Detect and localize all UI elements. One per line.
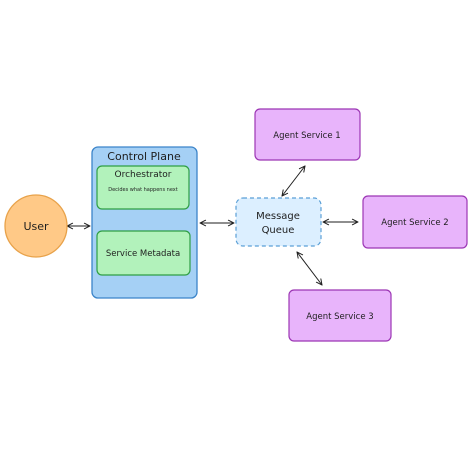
agent-service-2-label: Agent Service 2 [381, 218, 448, 228]
orchestrator-box [96, 165, 190, 210]
control-plane-title: Control Plane [107, 150, 181, 163]
orchestrator-title: Orchestrator [115, 170, 172, 180]
service-metadata-box [96, 230, 191, 276]
agent-service-2-node: Agent Service 2 [362, 195, 468, 249]
orchestrator-subtitle: Decides what happens next [108, 187, 178, 193]
service-metadata-label: Service Metadata [106, 249, 180, 259]
control-plane-node: Control Plane Orchestrator Decides what … [91, 146, 198, 299]
user-label: User [23, 220, 49, 233]
connector-queue-agent-1 [282, 166, 305, 196]
agent-service-1-label: Agent Service 1 [273, 131, 340, 141]
agent-service-2-box [362, 195, 468, 249]
agent-service-1-box [254, 108, 361, 161]
message-queue-node: Message Queue [235, 197, 322, 247]
message-queue-line-2: Queue [262, 225, 295, 236]
user-node: User [4, 194, 68, 258]
agent-service-3-box [288, 289, 392, 342]
agent-service-3-node: Agent Service 3 [288, 289, 392, 342]
agent-service-3-label: Agent Service 3 [306, 312, 373, 322]
message-queue-line-1: Message [256, 211, 300, 222]
agent-service-1-node: Agent Service 1 [254, 108, 361, 161]
service-metadata-node: Service Metadata [96, 230, 191, 276]
connector-queue-agent-3 [297, 252, 322, 285]
message-queue-box [235, 197, 322, 247]
orchestrator-node: Orchestrator Decides what happens next [96, 165, 190, 210]
user-circle [4, 194, 68, 258]
